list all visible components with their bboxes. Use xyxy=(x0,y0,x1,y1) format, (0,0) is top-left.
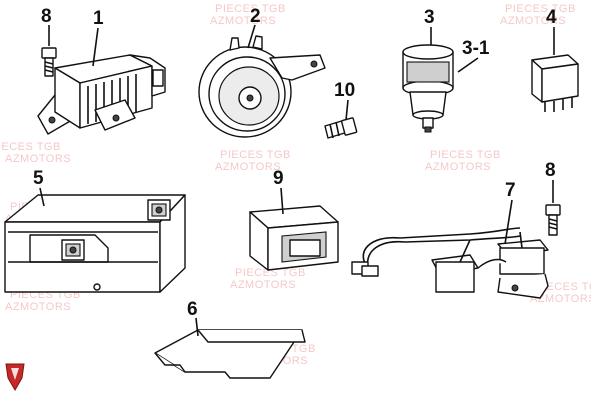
relay xyxy=(531,54,579,112)
bolt-top-left xyxy=(41,47,57,77)
callout-9: 9 xyxy=(273,168,284,189)
battery-terminal-negative xyxy=(61,239,85,261)
watermark-line1: PIECES TGB xyxy=(535,281,591,293)
callout-8-right: 8 xyxy=(545,160,556,181)
watermark-line2: AZMOTORS xyxy=(530,293,591,305)
battery-terminal-positive xyxy=(147,199,171,221)
callout-4: 4 xyxy=(546,7,557,28)
watermark-line2: AZMOTORS xyxy=(500,15,566,27)
watermark-line1: PIECES TGB xyxy=(505,3,576,15)
horn xyxy=(198,35,326,138)
watermark-line2: AZMOTORS xyxy=(425,161,491,173)
callout-1: 1 xyxy=(93,8,104,29)
battery xyxy=(4,194,186,293)
bolt-right xyxy=(545,204,561,236)
watermark-line1: PIECES TGB xyxy=(220,149,291,161)
watermark-line2: AZMOTORS xyxy=(230,279,296,291)
callout-5: 5 xyxy=(33,168,44,189)
horn-bolt xyxy=(324,117,358,139)
watermark-line2: AZMOTORS xyxy=(215,161,281,173)
battery-pad xyxy=(154,329,306,379)
callout-6: 6 xyxy=(187,299,198,320)
watermark-line1: PIECES TGB xyxy=(430,149,501,161)
watermark-line2: AZMOTORS xyxy=(5,301,71,313)
watermark-line1: PIECES TGB xyxy=(215,3,286,15)
watermark-line2: AZMOTORS xyxy=(5,153,71,165)
callout-10: 10 xyxy=(334,80,355,101)
callout-8-top: 8 xyxy=(41,6,52,27)
regulator-rectifier xyxy=(37,54,166,135)
callout-2: 2 xyxy=(250,6,261,27)
fuse-cover xyxy=(249,205,339,271)
wiring-harness xyxy=(351,227,549,299)
watermark-line2: AZMOTORS xyxy=(210,15,276,27)
watermark-line1: PIECES TGB xyxy=(0,141,61,153)
watermark-line1: PIECES TGB xyxy=(235,267,306,279)
callout-3-1: 3-1 xyxy=(462,38,490,59)
flasher-relay xyxy=(402,44,454,133)
brand-logo xyxy=(5,363,25,391)
callout-7: 7 xyxy=(505,180,516,201)
callout-3: 3 xyxy=(424,7,435,28)
